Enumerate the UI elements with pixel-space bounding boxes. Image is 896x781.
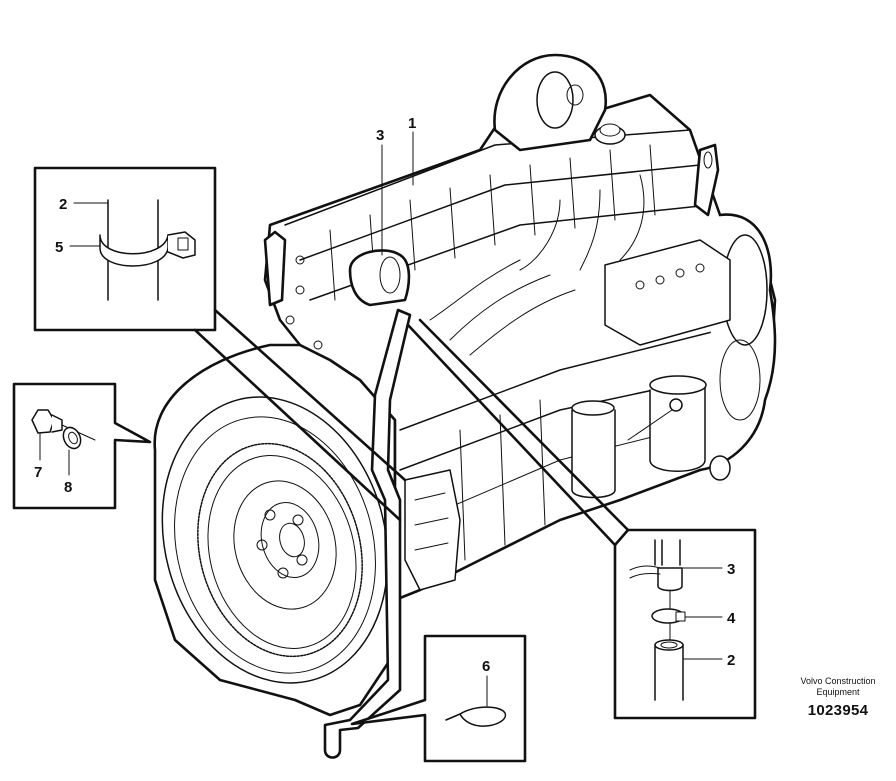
caption-organization: Volvo Construction: [800, 676, 876, 686]
main-callouts: 1 3: [376, 115, 416, 256]
figure-caption: Volvo Construction Equipment 1023954: [778, 676, 896, 719]
detail-box-plug: 7 8: [12, 382, 152, 510]
engine-illustration: [153, 53, 777, 759]
figure-number: 1023954: [807, 702, 869, 719]
detail-box-clamp: 2 5: [33, 166, 407, 522]
detail-box-cable-tie: 6: [350, 634, 527, 763]
callout-4: 4: [727, 610, 736, 627]
callout-5: 5: [55, 239, 63, 256]
caption-organization-line2: Equipment: [816, 687, 860, 697]
callout-2-hose: 2: [727, 652, 735, 669]
callout-6: 6: [482, 658, 490, 675]
callout-7: 7: [34, 464, 42, 481]
detail-box-hose: 3 4 2: [406, 318, 757, 720]
callout-3-main: 3: [376, 127, 384, 144]
callout-2-clamp: 2: [59, 196, 67, 213]
callout-3-hose: 3: [727, 561, 735, 578]
callout-8: 8: [64, 479, 72, 496]
callout-1: 1: [408, 115, 416, 132]
